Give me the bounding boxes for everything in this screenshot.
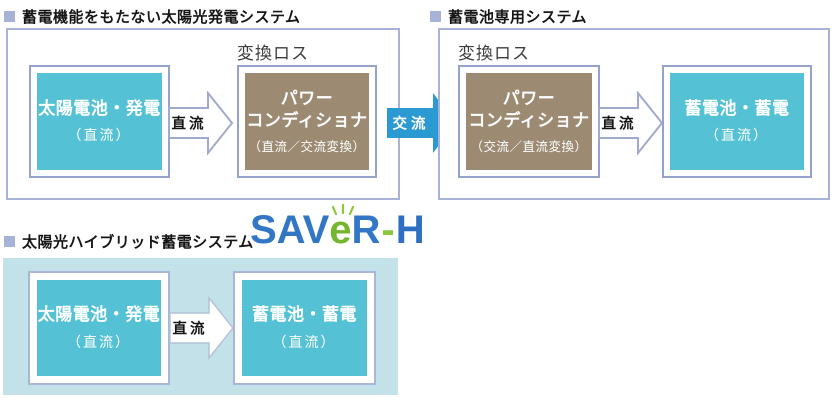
dc-flow-arrow-1: 直流: [168, 91, 234, 155]
hybrid-battery-line2: （直流）: [272, 333, 337, 350]
saver-h-logo: SAV e R - H: [250, 204, 425, 253]
sun-rays-icon: [332, 204, 355, 216]
section-title-no-storage: 蓄電機能をもたない太陽光発電システム: [4, 6, 301, 27]
conditioner2-line2: コンディショナ: [468, 111, 590, 130]
power-conditioner-box-1: パワー コンディショナ （直流／交流変換）: [237, 65, 377, 178]
logo-hyphen: -: [381, 208, 395, 252]
section-title-text: 蓄電池専用システム: [448, 9, 588, 26]
dc-arrow-label: 直流: [171, 116, 207, 133]
hybrid-solar-box: 太陽電池・発電 （直流）: [28, 271, 170, 385]
square-bullet-icon: [4, 11, 15, 22]
hybrid-battery-box-fill: 蓄電池・蓄電 （直流）: [242, 280, 367, 376]
white-right-arrow-icon: [169, 296, 234, 360]
power-conditioner-box-2-fill: パワー コンディショナ （交流／直流変換）: [466, 73, 592, 170]
conditioner1-line1: パワー: [280, 88, 334, 108]
battery-storage-box-1-fill: 蓄電池・蓄電 （直流）: [670, 73, 804, 170]
logo-part-h: H: [395, 208, 425, 252]
ac-arrow-label: 交流: [392, 116, 430, 133]
logo-part-r: R: [351, 208, 381, 252]
section-title-battery-only: 蓄電池専用システム: [430, 6, 587, 27]
conditioner1-line3: （直流／交流変換）: [248, 140, 366, 155]
logo-part-e: e: [329, 204, 355, 253]
dc-arrow-label: 直流: [172, 321, 208, 338]
hybrid-battery-box: 蓄電池・蓄電 （直流）: [233, 271, 376, 385]
dc-arrow-label: 直流: [601, 116, 637, 133]
outlined-right-arrow-icon: [598, 91, 664, 155]
battery-storage-box-1: 蓄電池・蓄電 （直流）: [662, 65, 812, 178]
dc-flow-arrow-3: 直流: [169, 296, 235, 360]
logo-part-sav: SAV: [250, 208, 330, 252]
outlined-right-arrow-icon: [168, 91, 234, 155]
section-title-text: 蓄電機能をもたない太陽光発電システム: [22, 9, 301, 26]
battery1-line2: （直流）: [705, 127, 769, 144]
hybrid-solar-box-fill: 太陽電池・発電 （直流）: [37, 280, 161, 376]
solar-box-line2: （直流）: [67, 127, 132, 144]
solar-generation-box: 太陽電池・発電 （直流）: [29, 65, 170, 178]
square-bullet-icon: [4, 236, 15, 247]
battery1-line1: 蓄電池・蓄電: [684, 98, 790, 118]
solar-generation-box-fill: 太陽電池・発電 （直流）: [37, 73, 162, 170]
conversion-loss-label: 変換ロス: [458, 44, 530, 63]
section-title-text: 太陽光ハイブリッド蓄電システム: [22, 234, 254, 251]
conversion-loss-label: 変換ロス: [237, 44, 309, 63]
hybrid-solar-line1: 太陽電池・発電: [37, 305, 161, 325]
square-bullet-icon: [430, 11, 441, 22]
power-conditioner-box-2: パワー コンディショナ （交流／直流変換）: [458, 65, 600, 178]
logo-e-letter: e: [329, 208, 352, 252]
conditioner2-line3: （交流／直流変換）: [470, 140, 588, 155]
power-conditioner-box-1-fill: パワー コンディショナ （直流／交流変換）: [245, 73, 369, 170]
conditioner1-line2: コンディショナ: [246, 111, 368, 130]
section-title-hybrid: 太陽光ハイブリッド蓄電システム: [4, 231, 254, 252]
hybrid-solar-line2: （直流）: [67, 333, 131, 350]
dc-flow-arrow-2: 直流: [598, 91, 664, 155]
hybrid-battery-line1: 蓄電池・蓄電: [252, 305, 357, 325]
conditioner2-line1: パワー: [502, 88, 556, 108]
solar-box-line1: 太陽電池・発電: [38, 98, 161, 118]
